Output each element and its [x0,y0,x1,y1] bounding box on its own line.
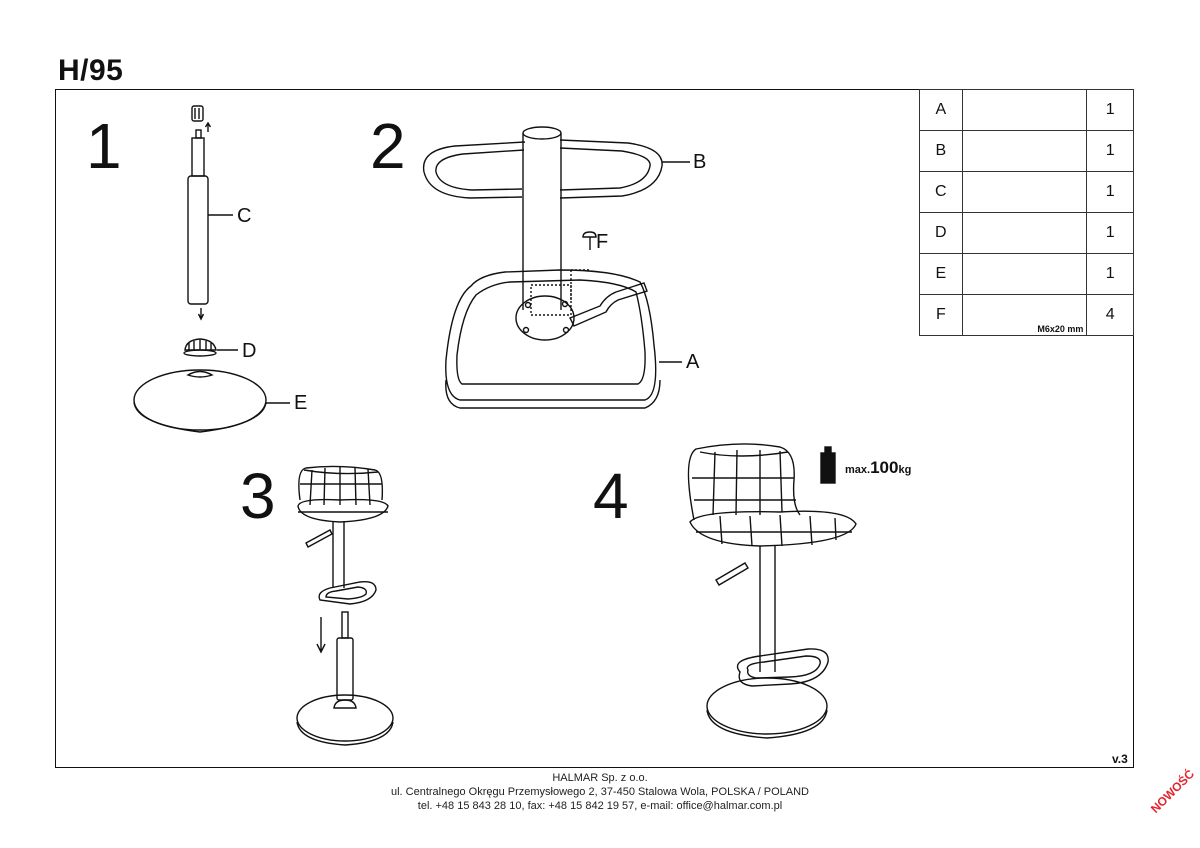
part-quantity: 4 [1086,294,1134,336]
bolt-f [582,231,597,238]
table-row: A 1 [919,89,1134,131]
step3-drawing [296,465,394,746]
parts-list-table: A 1 B 1 C 1 D 1 E 1 F M6x20 mm 4 [919,89,1134,336]
step-number-3: 3 [240,460,276,532]
part-letter: D [919,212,963,254]
tube-top [522,126,562,140]
gas-lift-piston [191,137,205,177]
max-load: max.100kg [845,458,911,478]
bolt-size: M6x20 mm [1037,324,1084,334]
part-letter: E [919,253,963,295]
table-row: C 1 [919,171,1134,213]
label-b: B [693,151,707,173]
gas-lift-cap [191,105,204,122]
footrest-ring-icon [961,130,1088,172]
part-quantity: 1 [1086,253,1134,295]
part-letter: B [919,130,963,172]
step2-drawing [422,126,690,409]
label-e: E [294,392,308,414]
part-letter: A [919,89,963,131]
step4-drawing [687,443,857,739]
gas-lift-cylinder [187,175,209,305]
arrow-down-icon [197,308,205,321]
cover-cap-icon [961,212,1088,254]
part-quantity: 1 [1086,130,1134,172]
adjust-lever [569,282,648,327]
part-letter: C [919,171,963,213]
max-load-unit: kg [898,464,912,476]
footer-company: HALMAR Sp. z o.o. [552,772,648,784]
step-number-4: 4 [593,460,629,532]
cover-cap [184,338,217,351]
table-row: D 1 [919,212,1134,254]
footer-contact: tel. +48 15 843 28 10, fax: +48 15 842 1… [417,800,783,812]
label-f: F [596,231,609,253]
weight-icon [820,452,836,484]
table-row: F M6x20 mm 4 [919,294,1134,336]
max-load-prefix: max. [845,464,871,476]
max-load-value: 100 [870,458,899,477]
part-quantity: 1 [1086,212,1134,254]
document-title: H/95 [58,54,124,87]
arrow-up-icon [204,121,212,132]
round-base-icon [961,253,1088,295]
step-number-2: 2 [370,110,406,182]
document-version: v.3 [1112,752,1128,766]
gas-lift-icon [961,171,1088,213]
bolt-icon: M6x20 mm [961,294,1088,336]
part-quantity: 1 [1086,89,1134,131]
round-base [133,369,267,431]
label-a: A [686,351,700,373]
label-d: D [242,340,257,362]
arrow-down-icon [316,617,326,654]
label-c: C [237,205,252,227]
step-number-1: 1 [86,110,122,182]
instruction-frame [55,89,1134,768]
table-row: E 1 [919,253,1134,295]
footer-address: ul. Centralnego Okręgu Przemysłowego 2, … [390,786,809,798]
part-letter: F [919,294,963,336]
part-quantity: 1 [1086,171,1134,213]
seat-icon [961,89,1088,131]
step1-drawing [133,105,290,433]
table-row: B 1 [919,130,1134,172]
